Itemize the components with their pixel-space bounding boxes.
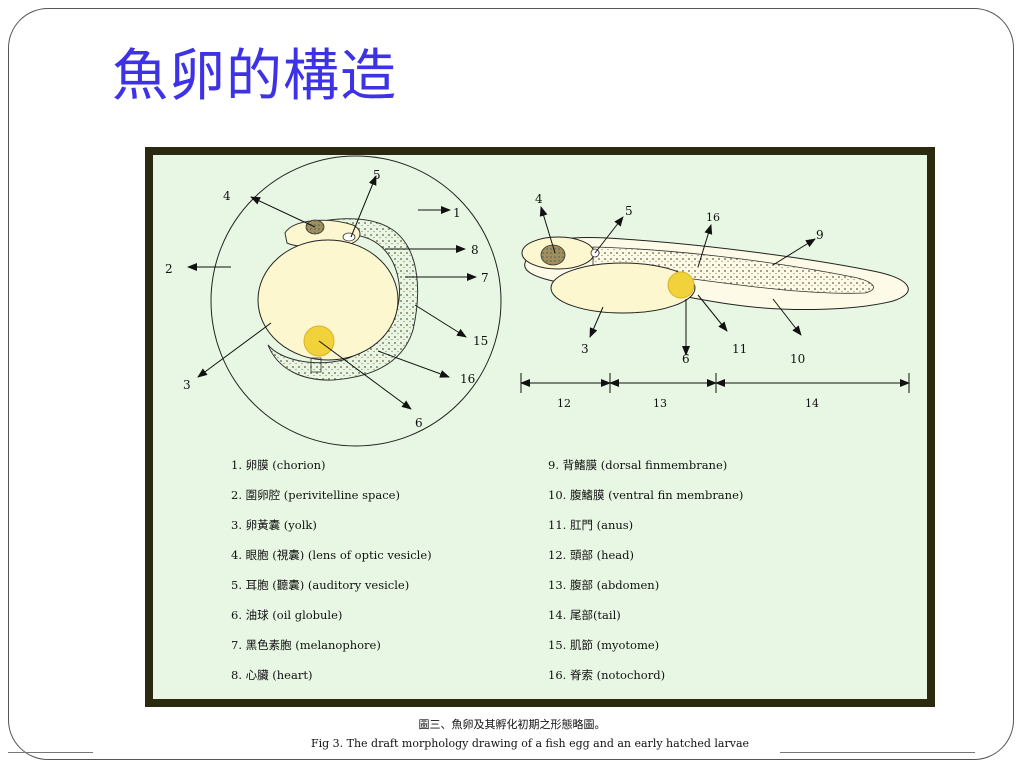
legend-item: 13. 腹部 (abdomen): [548, 578, 660, 592]
larva-label-11: 11: [732, 342, 747, 356]
legend-item: 6. 油球 (oil globule): [231, 608, 343, 622]
footer-divider-right: [780, 752, 975, 753]
egg-label-6: 6: [415, 416, 423, 430]
figure-canvas: 4 5 1 2 8 7 15 16 3 6: [153, 155, 927, 699]
legend-item: 16. 脊索 (notochord): [548, 668, 666, 682]
larva-label-9: 9: [816, 228, 824, 242]
larva-label-6: 6: [682, 352, 690, 366]
legend-item: 8. 心臟 (heart): [231, 668, 313, 682]
fish-egg-figure: 4 5 1 2 8 7 15 16 3 6: [145, 147, 935, 707]
legend-item: 12. 頭部 (head): [548, 548, 635, 562]
legend-item: 15. 肌節 (myotome): [548, 638, 660, 652]
legend-item: 10. 腹鰭膜 (ventral fin membrane): [548, 488, 744, 502]
fish-egg-drawing: 4 5 1 2 8 7 15 16 3 6: [165, 155, 502, 447]
larva-label-4: 4: [535, 192, 543, 206]
larva-label-16: 16: [706, 211, 720, 224]
chorion-outline: [210, 155, 502, 447]
auditory-vesicle: [342, 232, 356, 242]
legend-item: 4. 眼胞 (視囊) (lens of optic vesicle): [231, 548, 432, 562]
larva-yolk: [550, 262, 696, 314]
legend-item: 14. 尾部(tail): [548, 608, 621, 622]
segment-label-14: 14: [805, 397, 819, 410]
egg-label-16: 16: [460, 372, 475, 386]
larva-label-5: 5: [625, 204, 633, 218]
segment-label-13: 13: [653, 397, 667, 410]
egg-label-7: 7: [481, 271, 489, 285]
figure-caption-english: Fig 3. The draft morphology drawing of a…: [310, 737, 750, 750]
segment-label-12: 12: [557, 397, 571, 410]
slide-title: 魚卵的構造: [112, 44, 397, 109]
legend-item: 3. 卵黃囊 (yolk): [231, 518, 317, 532]
larva-oil-globule: [667, 271, 695, 299]
egg-label-1: 1: [453, 206, 461, 220]
larva-label-3: 3: [581, 342, 589, 356]
legend-item: 7. 黑色素胞 (melanophore): [231, 638, 381, 652]
morphology-drawing: 4 5 1 2 8 7 15 16 3 6: [165, 155, 910, 447]
egg-label-5: 5: [373, 168, 381, 182]
legend-item: 5. 耳胞 (聽囊) (auditory vesicle): [231, 578, 410, 592]
egg-label-2: 2: [165, 262, 173, 276]
yolk-sac: [257, 239, 399, 361]
larva-drawing: 4 5 16 9 3 6 11 10 12 13: [520, 192, 910, 410]
egg-label-4: 4: [223, 189, 231, 203]
larva-label-10: 10: [790, 352, 805, 366]
egg-label-3: 3: [183, 378, 191, 392]
figure-caption-chinese: 圖三、魚卵及其孵化初期之形態略圖。: [418, 718, 606, 731]
egg-label-8: 8: [471, 243, 479, 257]
footer-divider-left: [8, 752, 93, 753]
legend-item: 2. 圍卵腔 (perivitelline space): [231, 488, 400, 502]
egg-label-15: 15: [473, 334, 488, 348]
legend-item: 1. 卵膜 (chorion): [231, 458, 326, 472]
legend-item: 11. 肛門 (anus): [548, 518, 634, 532]
legend-item: 9. 背鰭膜 (dorsal finmembrane): [548, 458, 728, 472]
